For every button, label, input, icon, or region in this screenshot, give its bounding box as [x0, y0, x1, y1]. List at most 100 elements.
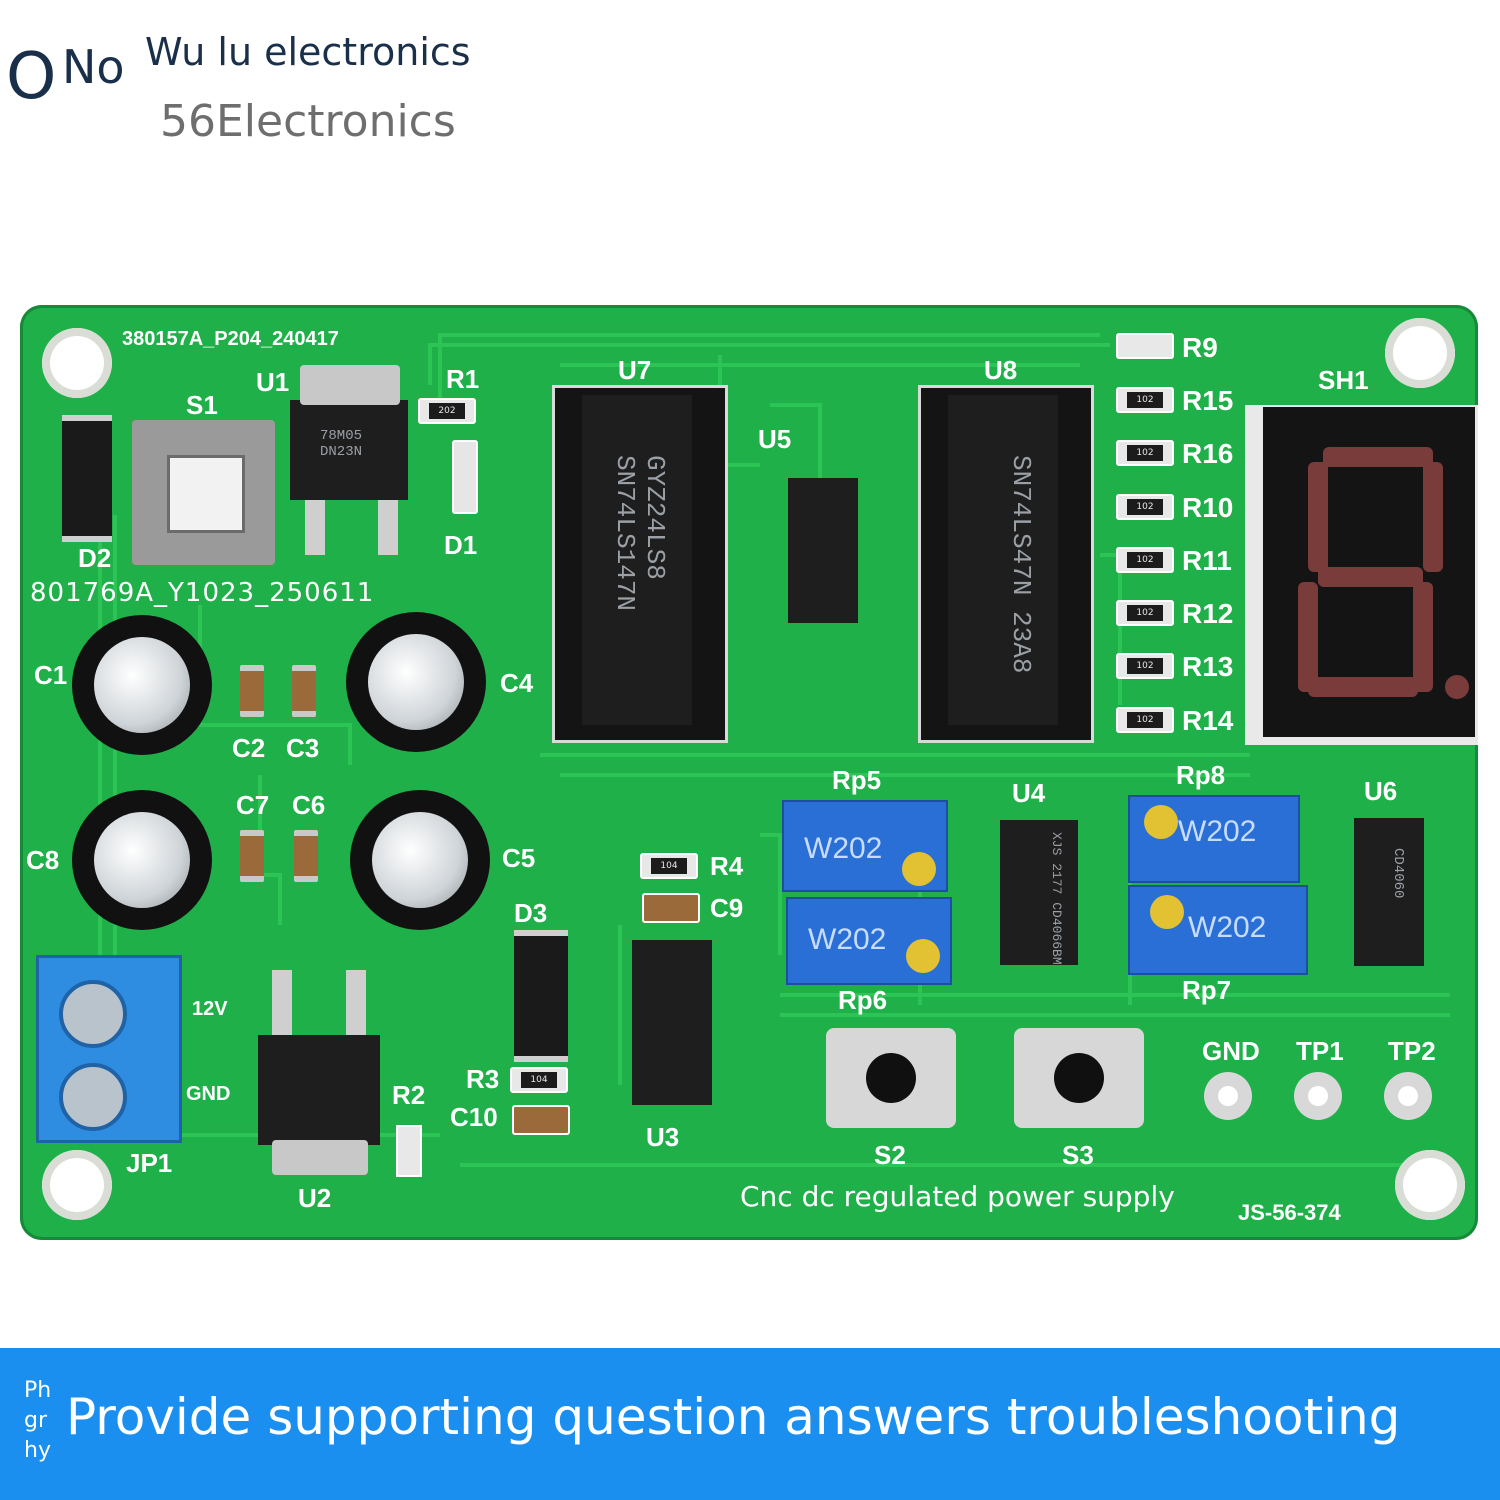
label-c4: C4 [500, 668, 534, 698]
r12-code: 102 [1127, 605, 1163, 621]
label-u4: U4 [1012, 778, 1046, 808]
power-switch-s1[interactable] [132, 420, 275, 565]
resistor-r12: 102 [1116, 600, 1174, 626]
label-s1: S1 [186, 390, 218, 420]
resistor-r10: 102 [1116, 494, 1174, 520]
label-s2: S2 [874, 1140, 906, 1170]
push-button-s3[interactable] [1014, 1028, 1144, 1128]
resistor-r11: 102 [1116, 547, 1174, 573]
label-c10: C10 [450, 1102, 498, 1132]
regulator-u2-lead-right [346, 970, 366, 1035]
s3-cap[interactable] [1054, 1053, 1104, 1103]
testpoint-label-tp2: TP2 [1388, 1036, 1436, 1066]
bottom-banner: Ph gr hy Provide supporting question ans… [0, 1348, 1500, 1500]
potentiometer-rp5[interactable]: W202 [782, 800, 948, 892]
label-r15: R15 [1182, 385, 1234, 416]
testpoint-tp2[interactable] [1384, 1072, 1432, 1120]
ic-u7: GYZ24LS8 SN74LS147N [582, 395, 692, 725]
capacitor-c7 [240, 830, 264, 882]
pcb-code-top: 380157A_P204_240417 [122, 328, 339, 350]
rp6-marking: W202 [808, 923, 887, 956]
capacitor-c6 [294, 830, 318, 882]
testpoint-label-gnd: GND [1202, 1036, 1260, 1066]
terminal-screw-2[interactable] [59, 1063, 127, 1131]
rp7-marking: W202 [1188, 911, 1267, 944]
banner-edge-line-3: hy [24, 1438, 51, 1463]
banner-text: Provide supporting question answers trou… [66, 1388, 1401, 1446]
label-u6: U6 [1364, 776, 1398, 806]
testpoint-gnd[interactable] [1204, 1072, 1252, 1120]
segment-a [1323, 447, 1433, 467]
watermark-brand-sub: 56Electronics [160, 96, 456, 147]
ic-u8: SN74LS47N 23A8 [948, 395, 1058, 725]
potentiometer-rp7[interactable]: W202 [1128, 885, 1308, 975]
testpoint-label-tp1: TP1 [1296, 1036, 1344, 1066]
label-d1: D1 [444, 530, 478, 560]
terminal-screw-1[interactable] [59, 980, 127, 1048]
u8-marking-2: 23A8 [1006, 611, 1036, 674]
s2-cap[interactable] [866, 1053, 916, 1103]
banner-edge-text: Ph gr hy [24, 1376, 64, 1466]
label-u5: U5 [758, 424, 792, 454]
capacitor-c3 [292, 665, 316, 717]
label-r3: R3 [466, 1064, 500, 1094]
rp7-screw[interactable] [1150, 895, 1184, 929]
mounting-hole-top-right [1385, 318, 1455, 388]
label-c6: C6 [292, 790, 326, 820]
switch-knob [167, 455, 245, 533]
label-r9: R9 [1182, 332, 1218, 363]
testpoint-tp1[interactable] [1294, 1072, 1342, 1120]
label-r16: R16 [1182, 438, 1234, 469]
resistor-r3: 104 [510, 1067, 568, 1093]
rp8-screw[interactable] [1144, 805, 1178, 839]
r14-code: 102 [1127, 712, 1163, 728]
capacitor-c1 [72, 615, 212, 755]
potentiometer-rp8[interactable]: W202 [1128, 795, 1300, 883]
segment-f [1308, 462, 1328, 572]
u7-marking-2: SN74LS147N [610, 455, 640, 612]
segment-e [1298, 582, 1318, 692]
u6-marking: CD4060 [1390, 848, 1406, 899]
u1-marking-2: DN23N [320, 444, 363, 460]
label-rp7: Rp7 [1182, 975, 1232, 1005]
label-u7: U7 [618, 355, 652, 385]
banner-edge-line-2: gr [24, 1408, 48, 1433]
regulator-u2-lead-left [272, 970, 292, 1035]
capacitor-c5 [350, 790, 490, 930]
regulator-u1-lead-right [378, 500, 398, 555]
rp5-screw[interactable] [902, 852, 936, 886]
label-c9: C9 [710, 893, 744, 923]
label-r13: R13 [1182, 651, 1234, 682]
label-c1: C1 [34, 660, 68, 690]
label-r11: R11 [1182, 545, 1232, 576]
mounting-hole-bottom-left [42, 1150, 112, 1220]
rp6-screw[interactable] [906, 939, 940, 973]
watermark-brand-short: No [62, 40, 125, 94]
r4-code: 104 [651, 858, 687, 874]
segment-dp [1445, 675, 1469, 699]
label-u2: U2 [298, 1183, 332, 1213]
capacitor-c10 [512, 1105, 570, 1135]
mounting-hole-top-left [42, 328, 112, 398]
potentiometer-rp6[interactable]: W202 [786, 897, 952, 985]
terminal-block-jp1[interactable] [36, 955, 182, 1143]
resistor-r2 [396, 1125, 422, 1177]
push-button-s2[interactable] [826, 1028, 956, 1128]
terminal-label-gnd: GND [186, 1083, 231, 1105]
segment-g [1318, 567, 1423, 587]
label-c5: C5 [502, 843, 536, 873]
label-sh1: SH1 [1318, 365, 1369, 395]
resistor-r16: 102 [1116, 440, 1174, 466]
segment-b [1423, 462, 1443, 572]
label-c3: C3 [286, 733, 320, 763]
u4-marking-2: CD4066BM [1049, 902, 1064, 965]
label-c2: C2 [232, 733, 266, 763]
label-r1: R1 [446, 364, 480, 394]
watermark-logo: O [6, 40, 57, 114]
label-c7: C7 [236, 790, 270, 820]
resistor-r13: 102 [1116, 653, 1174, 679]
capacitor-c9 [642, 893, 700, 923]
label-u1: U1 [256, 367, 290, 397]
label-rp8: Rp8 [1176, 760, 1226, 790]
diode-d2 [62, 415, 112, 542]
